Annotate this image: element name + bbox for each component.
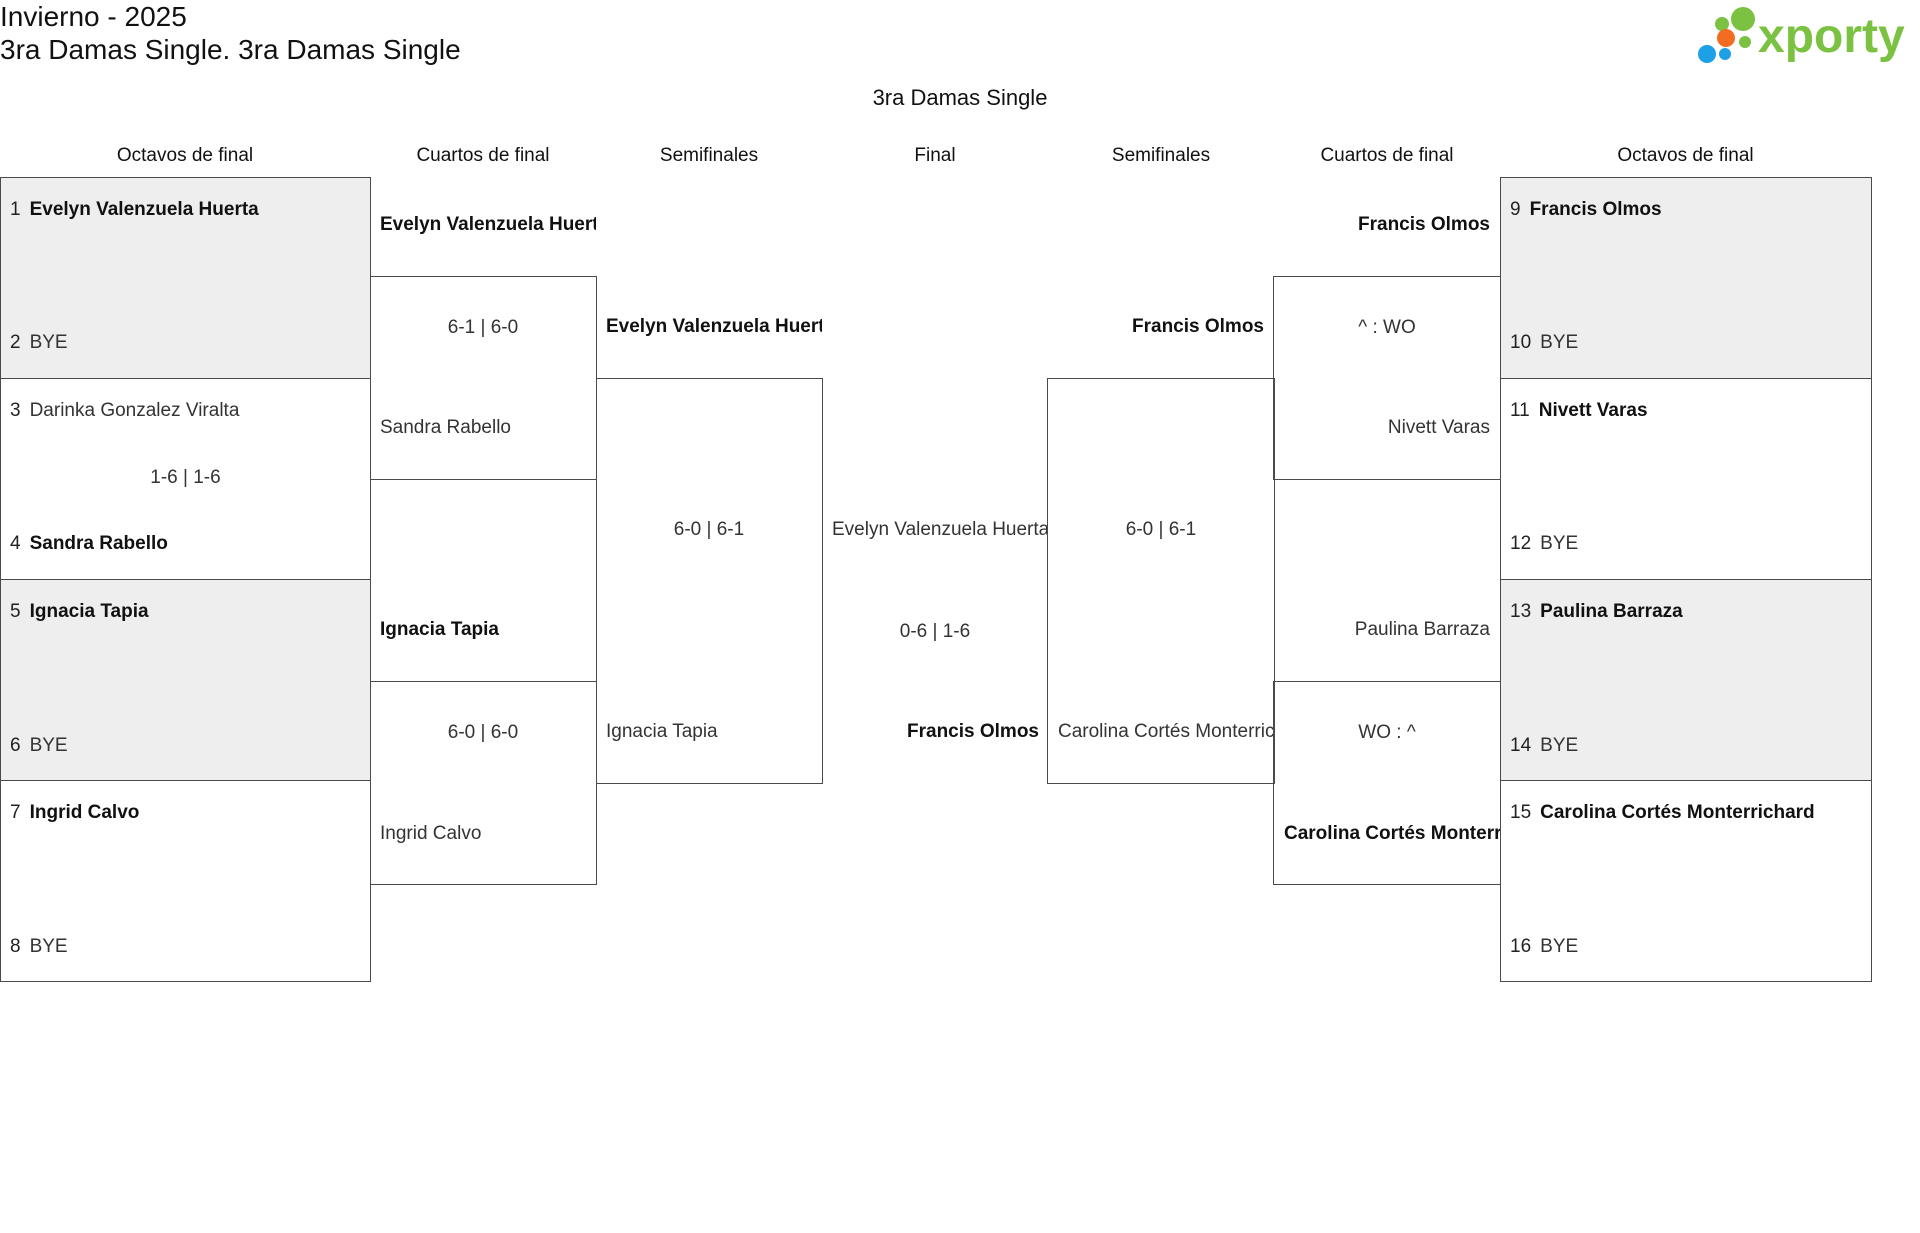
right-qf-2-bottom[interactable]: Carolina Cortés Monterrichard [1284,823,1500,844]
round-header-right-r16: Octavos de final [1617,145,1754,166]
left-sf-score: 6-0 | 6-1 [673,519,745,540]
left-qf-match-1 [370,276,597,480]
round-header-left-r16: Octavos de final [116,145,254,166]
xporty-logo: xporty [1698,7,1905,63]
logo-dot-green-small [1715,17,1729,31]
right-qf-1-bottom[interactable]: Nivett Varas [1387,417,1490,438]
right-qf-match-1 [1273,276,1501,480]
logo-text: xporty [1758,10,1905,63]
right-qf-match-2 [1273,681,1501,885]
logo-dot-blue-small [1719,48,1731,60]
left-qf-match-2 [370,681,597,885]
right-qf-2-top[interactable]: Paulina Barraza [1354,619,1490,640]
logo-dot-orange [1717,29,1735,47]
left-qf-1-top[interactable]: Evelyn Valenzuela Huerta [380,214,596,235]
round-header-right-sf: Semifinales [1111,145,1211,166]
season-title: Invierno - 2025 [0,1,187,32]
category-title: 3ra Damas Single. 3ra Damas Single [0,34,461,65]
logo-dot-green-large [1731,7,1755,31]
left-r16-match-3 [0,579,371,781]
right-sf-top[interactable]: Francis Olmos [1132,316,1264,337]
left-r16-match-1 [0,177,371,379]
right-sf-bottom[interactable]: Carolina Cortés Monterrichard [1058,721,1274,742]
right-qf-2-score: WO : ^ [1358,722,1416,743]
logo-dot-green-mid [1739,36,1751,48]
left-qf-1-bottom[interactable]: Sandra Rabello [380,417,511,438]
draw-title: 3ra Damas Single [872,85,1048,110]
left-sf-bottom[interactable]: Ignacia Tapia [606,721,718,742]
left-qf-2-bottom[interactable]: Ingrid Calvo [380,823,482,844]
right-r16-match-3 [1500,579,1872,781]
final-bottom[interactable]: Francis Olmos [907,721,1039,742]
right-r16-match-4 [1500,780,1872,982]
round-header-left-qf: Cuartos de final [416,145,550,166]
round-header-final: Final [914,145,956,166]
right-r16-match-1 [1500,177,1872,379]
round-header-right-qf: Cuartos de final [1320,145,1454,166]
left-qf-2-score: 6-0 | 6-0 [447,722,519,743]
left-r16-score-2: 1-6 | 1-6 [150,467,221,488]
right-sf-score: 6-0 | 6-1 [1125,519,1197,540]
left-qf-2-top[interactable]: Ignacia Tapia [380,619,499,640]
right-qf-1-top[interactable]: Francis Olmos [1358,214,1490,235]
final-top[interactable]: Evelyn Valenzuela Huerta [832,519,1048,540]
right-sf-match [1047,378,1275,784]
round-header-left-sf: Semifinales [659,145,759,166]
right-qf-1-score: ^ : WO [1358,317,1416,338]
left-sf-top[interactable]: Evelyn Valenzuela Huerta [606,316,822,337]
left-qf-1-score: 6-1 | 6-0 [447,317,519,338]
logo-dot-blue-large [1698,45,1716,63]
left-sf-match [596,378,823,784]
final-score: 0-6 | 1-6 [899,621,971,642]
